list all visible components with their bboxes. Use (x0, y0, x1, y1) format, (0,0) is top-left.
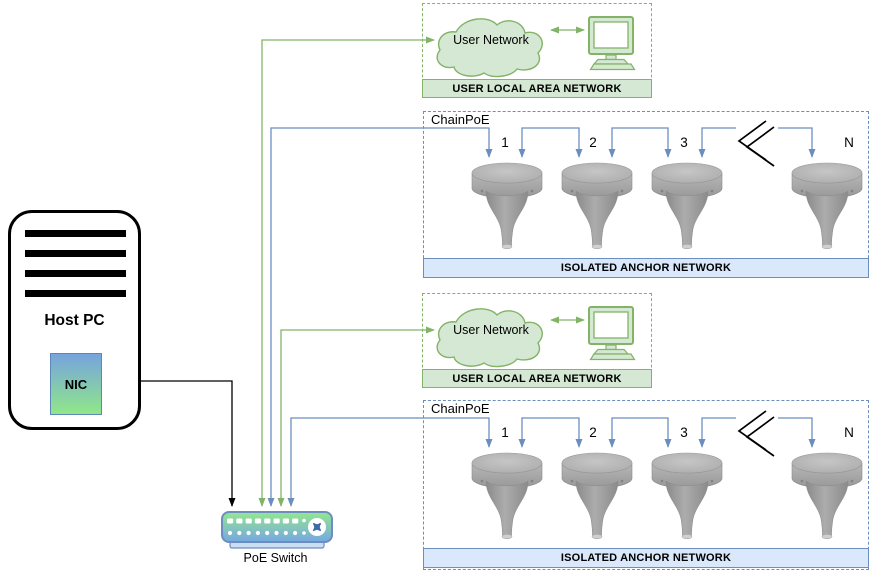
nic-to-switch-connector (99, 377, 236, 507)
lan1-bar: USER LOCAL AREA NETWORK (422, 79, 652, 98)
lan2-cloud-icon (436, 308, 543, 368)
lan1-cloud-icon (436, 18, 543, 78)
chain1-anchor-label-n: N (844, 135, 854, 150)
host-pc-label: Host PC (44, 312, 105, 329)
lan2-monitor-icon (588, 306, 636, 361)
nic-box: NIC (50, 353, 102, 415)
lan2-bar-label: USER LOCAL AREA NETWORK (452, 372, 622, 385)
chain1-title: ChainPoE (431, 112, 490, 127)
chain2-link-2-3 (608, 417, 672, 448)
chain2-link-3-break (698, 417, 736, 448)
chain1-anchor-3-icon (651, 162, 723, 250)
switch-to-lan1-connector (258, 36, 435, 507)
chain1-anchor-1-icon (471, 162, 543, 250)
chain1-link-2-3 (608, 127, 672, 158)
chain1-anchor-label-1: 1 (501, 135, 509, 150)
lan2-cloud-label: User Network (453, 323, 529, 337)
vent-bar (25, 250, 126, 257)
chain1-bar: ISOLATED ANCHOR NETWORK (423, 258, 869, 278)
chain1-link-break-n (778, 127, 816, 158)
chain2-anchor-label-2: 2 (589, 425, 597, 440)
chain1-bar-label: ISOLATED ANCHOR NETWORK (560, 262, 732, 274)
chain2-bar-label: ISOLATED ANCHOR NETWORK (560, 552, 732, 564)
chain1-link-1-2 (518, 127, 583, 158)
chain1-anchor-label-2: 2 (589, 135, 597, 150)
chain2-break-icon (737, 410, 775, 457)
switch-to-chain1-connector (267, 127, 493, 507)
poe-switch-label: PoE Switch (243, 551, 308, 565)
vent-bar (25, 270, 126, 277)
nic-label: NIC (64, 376, 88, 392)
lan1-monitor-icon (588, 16, 636, 71)
chain2-anchor-3-icon (651, 452, 723, 540)
host-pc-box: Host PC NIC (8, 210, 141, 430)
lan1-bar-label: USER LOCAL AREA NETWORK (452, 82, 622, 95)
vent-bar (25, 230, 126, 237)
lan1-cloud-label: User Network (453, 33, 529, 47)
chain2-link-1-2 (518, 417, 583, 448)
chain2-link-break-n (778, 417, 816, 448)
chain2-anchor-label-1: 1 (501, 425, 509, 440)
chain2-title: ChainPoE (431, 401, 490, 416)
lan2-bar: USER LOCAL AREA NETWORK (422, 369, 652, 388)
chain2-anchor-label-3: 3 (680, 425, 688, 440)
chain1-anchor-label-3: 3 (680, 135, 688, 150)
poe-switch-icon (221, 511, 333, 549)
chain2-bar: ISOLATED ANCHOR NETWORK (423, 548, 869, 568)
switch-to-chain2-connector (287, 417, 493, 507)
chain2-box (423, 400, 869, 570)
switch-crossover-icon (308, 518, 326, 536)
chain1-break-icon (737, 120, 775, 167)
chain1-anchor-2-icon (561, 162, 633, 250)
chain2-anchor-label-n: N (844, 425, 854, 440)
vent-bar (25, 290, 126, 297)
switch-ports (227, 518, 306, 536)
chain1-link-3-break (698, 127, 736, 158)
chain2-anchor-2-icon (561, 452, 633, 540)
chain1-anchor-n-icon (791, 162, 863, 250)
chain2-anchor-1-icon (471, 452, 543, 540)
chain2-anchor-n-icon (791, 452, 863, 540)
